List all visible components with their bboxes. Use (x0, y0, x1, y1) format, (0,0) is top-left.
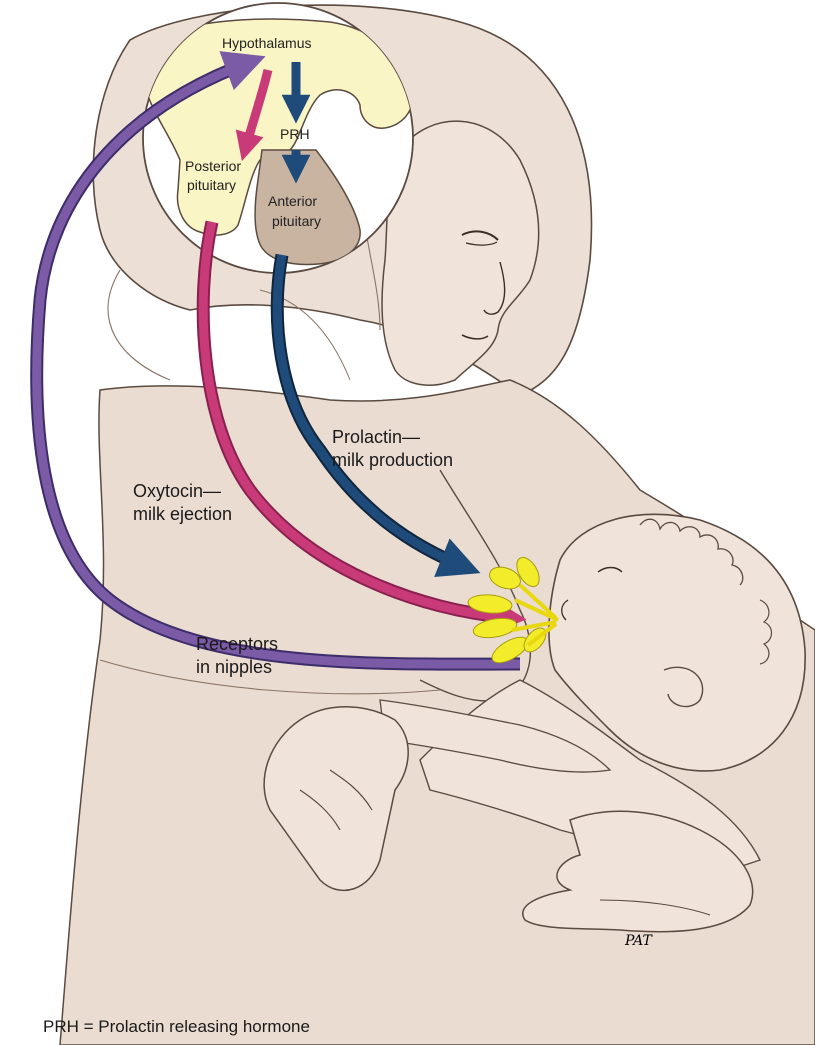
label-receptors-line1: Receptors (196, 633, 278, 655)
label-anterior-pituitary-line1: Anterior (268, 193, 317, 210)
label-hypothalamus: Hypothalamus (222, 35, 312, 52)
label-anterior-pituitary-line2: pituitary (272, 213, 321, 230)
label-oxytocin-line1: Oxytocin— (133, 480, 221, 502)
footnote-prh-definition: PRH = Prolactin releasing hormone (43, 1016, 310, 1038)
label-prolactin-line1: Prolactin— (332, 426, 420, 448)
label-receptors-line2: in nipples (196, 656, 272, 678)
artist-signature: PAT (624, 933, 653, 949)
label-posterior-pituitary-line1: Posterior (185, 158, 241, 175)
label-oxytocin-line2: milk ejection (133, 503, 232, 525)
label-posterior-pituitary-line2: pituitary (187, 177, 236, 194)
label-prolactin-line2: milk production (332, 449, 453, 471)
label-prh: PRH (280, 126, 310, 143)
